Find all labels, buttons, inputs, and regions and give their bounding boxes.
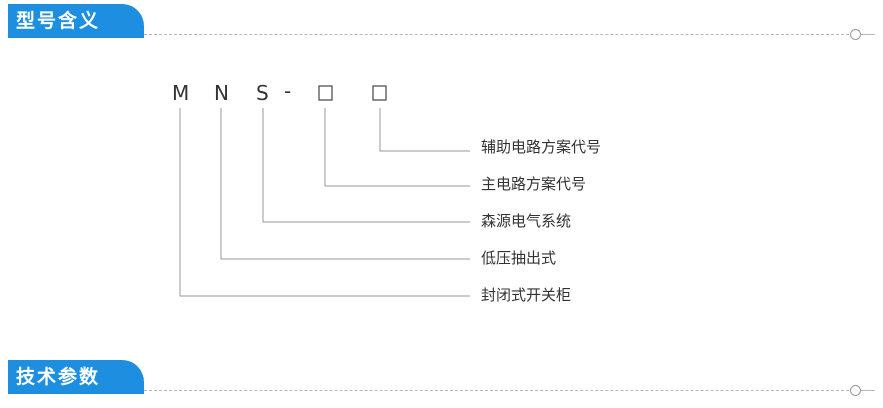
section-tab: 型号含义 xyxy=(8,4,144,38)
circle-end-icon xyxy=(850,385,861,396)
desc-system: 森源电气系统 xyxy=(481,212,571,230)
desc-withdrawable: 低压抽出式 xyxy=(481,249,556,267)
leader-line-withdrawable xyxy=(220,108,470,260)
code-letter-m: M xyxy=(172,81,189,105)
aux-circuit-placeholder-box xyxy=(372,85,387,101)
desc-main-circuit: 主电路方案代号 xyxy=(481,175,586,193)
section-header-technical-params: 技术参数 xyxy=(0,360,883,396)
section-tab: 技术参数 xyxy=(8,360,144,394)
desc-aux-circuit: 辅助电路方案代号 xyxy=(481,138,601,156)
leader-line-system xyxy=(262,108,470,223)
circle-end-icon xyxy=(850,29,861,40)
leader-line-aux-circuit xyxy=(379,108,470,152)
code-separator: - xyxy=(284,79,291,103)
leader-line-main-circuit xyxy=(324,108,470,187)
dashed-divider xyxy=(144,34,849,35)
divider-end-line xyxy=(861,34,875,35)
section-header-model-meaning: 型号含义 xyxy=(0,4,883,40)
main-circuit-placeholder-box xyxy=(318,85,333,101)
code-letter-s: S xyxy=(256,81,269,105)
section-title: 型号含义 xyxy=(16,10,101,32)
desc-enclosed-switchgear: 封闭式开关柜 xyxy=(481,286,571,304)
section-title: 技术参数 xyxy=(16,366,101,388)
code-letter-n: N xyxy=(214,81,229,105)
dashed-divider xyxy=(144,390,849,391)
leader-line-enclosed xyxy=(179,108,470,297)
divider-end-line xyxy=(861,390,875,391)
